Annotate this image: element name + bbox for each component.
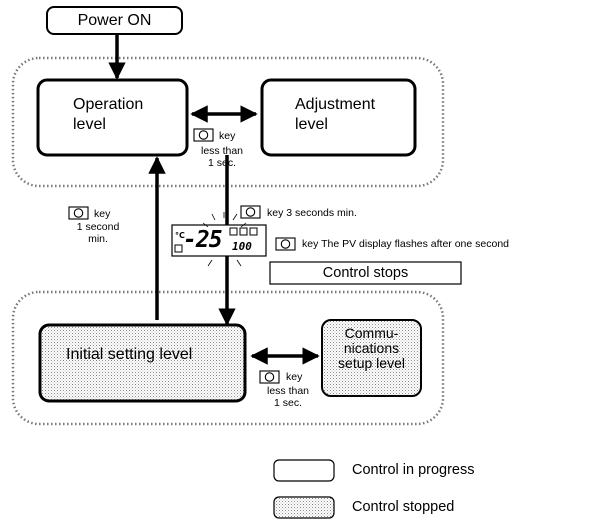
- key-label-pv-flashes: key The PV display flashes after one sec…: [302, 238, 510, 250]
- legend-in-progress-label: Control in progress: [352, 462, 475, 478]
- power-on-box: [46, 6, 183, 35]
- key-label-adjustment: key: [219, 130, 236, 142]
- hold-time-adjustment-line2: 1 sec.: [207, 157, 236, 169]
- key-label-initial-3s: key 3 seconds min.: [267, 207, 357, 219]
- hold-time-operation-line2: min.: [88, 233, 108, 245]
- key-symbol-initial: [240, 205, 261, 219]
- key-symbol-communications: [259, 370, 280, 384]
- adjustment-level-label-line1: Adjustment: [295, 96, 376, 113]
- temp-unit-icon: °C: [175, 231, 185, 240]
- adjustment-level-box: [260, 78, 417, 157]
- communications-setup-level-label-line1: Commu-: [344, 325, 399, 341]
- hold-time-communications-line2: 1 sec.: [273, 397, 302, 409]
- key-label-operation: key: [94, 208, 111, 220]
- control-stops-label: Control stops: [322, 265, 409, 281]
- communications-setup-level-box: [321, 319, 422, 397]
- adjustment-level-label-line2: level: [295, 116, 328, 133]
- key-label-communications: key: [286, 371, 303, 383]
- hold-time-operation-line1: 1 second: [76, 221, 120, 233]
- legend-stopped-label: Control stopped: [352, 499, 455, 515]
- key-symbol-operation: [68, 206, 89, 220]
- display-main-digits: -25: [183, 227, 223, 253]
- hold-time-communications-line1: less than: [266, 385, 310, 397]
- display-small-digits: 100: [232, 240, 252, 253]
- operation-level-label-line2: level: [73, 116, 106, 133]
- key-symbol-adjustment: [193, 128, 214, 142]
- operation-level-label-line1: Operation: [73, 96, 144, 113]
- communications-setup-level-label-line3: setup level: [338, 355, 405, 371]
- power-on-label: Power ON: [77, 12, 152, 29]
- initial-setting-level-label: Initial setting level: [66, 346, 193, 363]
- initial-setting-level-box: [38, 323, 247, 403]
- key-symbol-pv: [275, 237, 296, 251]
- legend-in-progress-swatch: [273, 459, 335, 482]
- controller-display: °C: [171, 212, 267, 267]
- communications-setup-level-label-line2: nications: [343, 340, 400, 356]
- operation-level-box: [36, 78, 189, 157]
- legend-stopped-swatch: [273, 496, 335, 519]
- control-stops-box: [269, 261, 462, 285]
- hold-time-adjustment-line1: less than: [200, 145, 244, 157]
